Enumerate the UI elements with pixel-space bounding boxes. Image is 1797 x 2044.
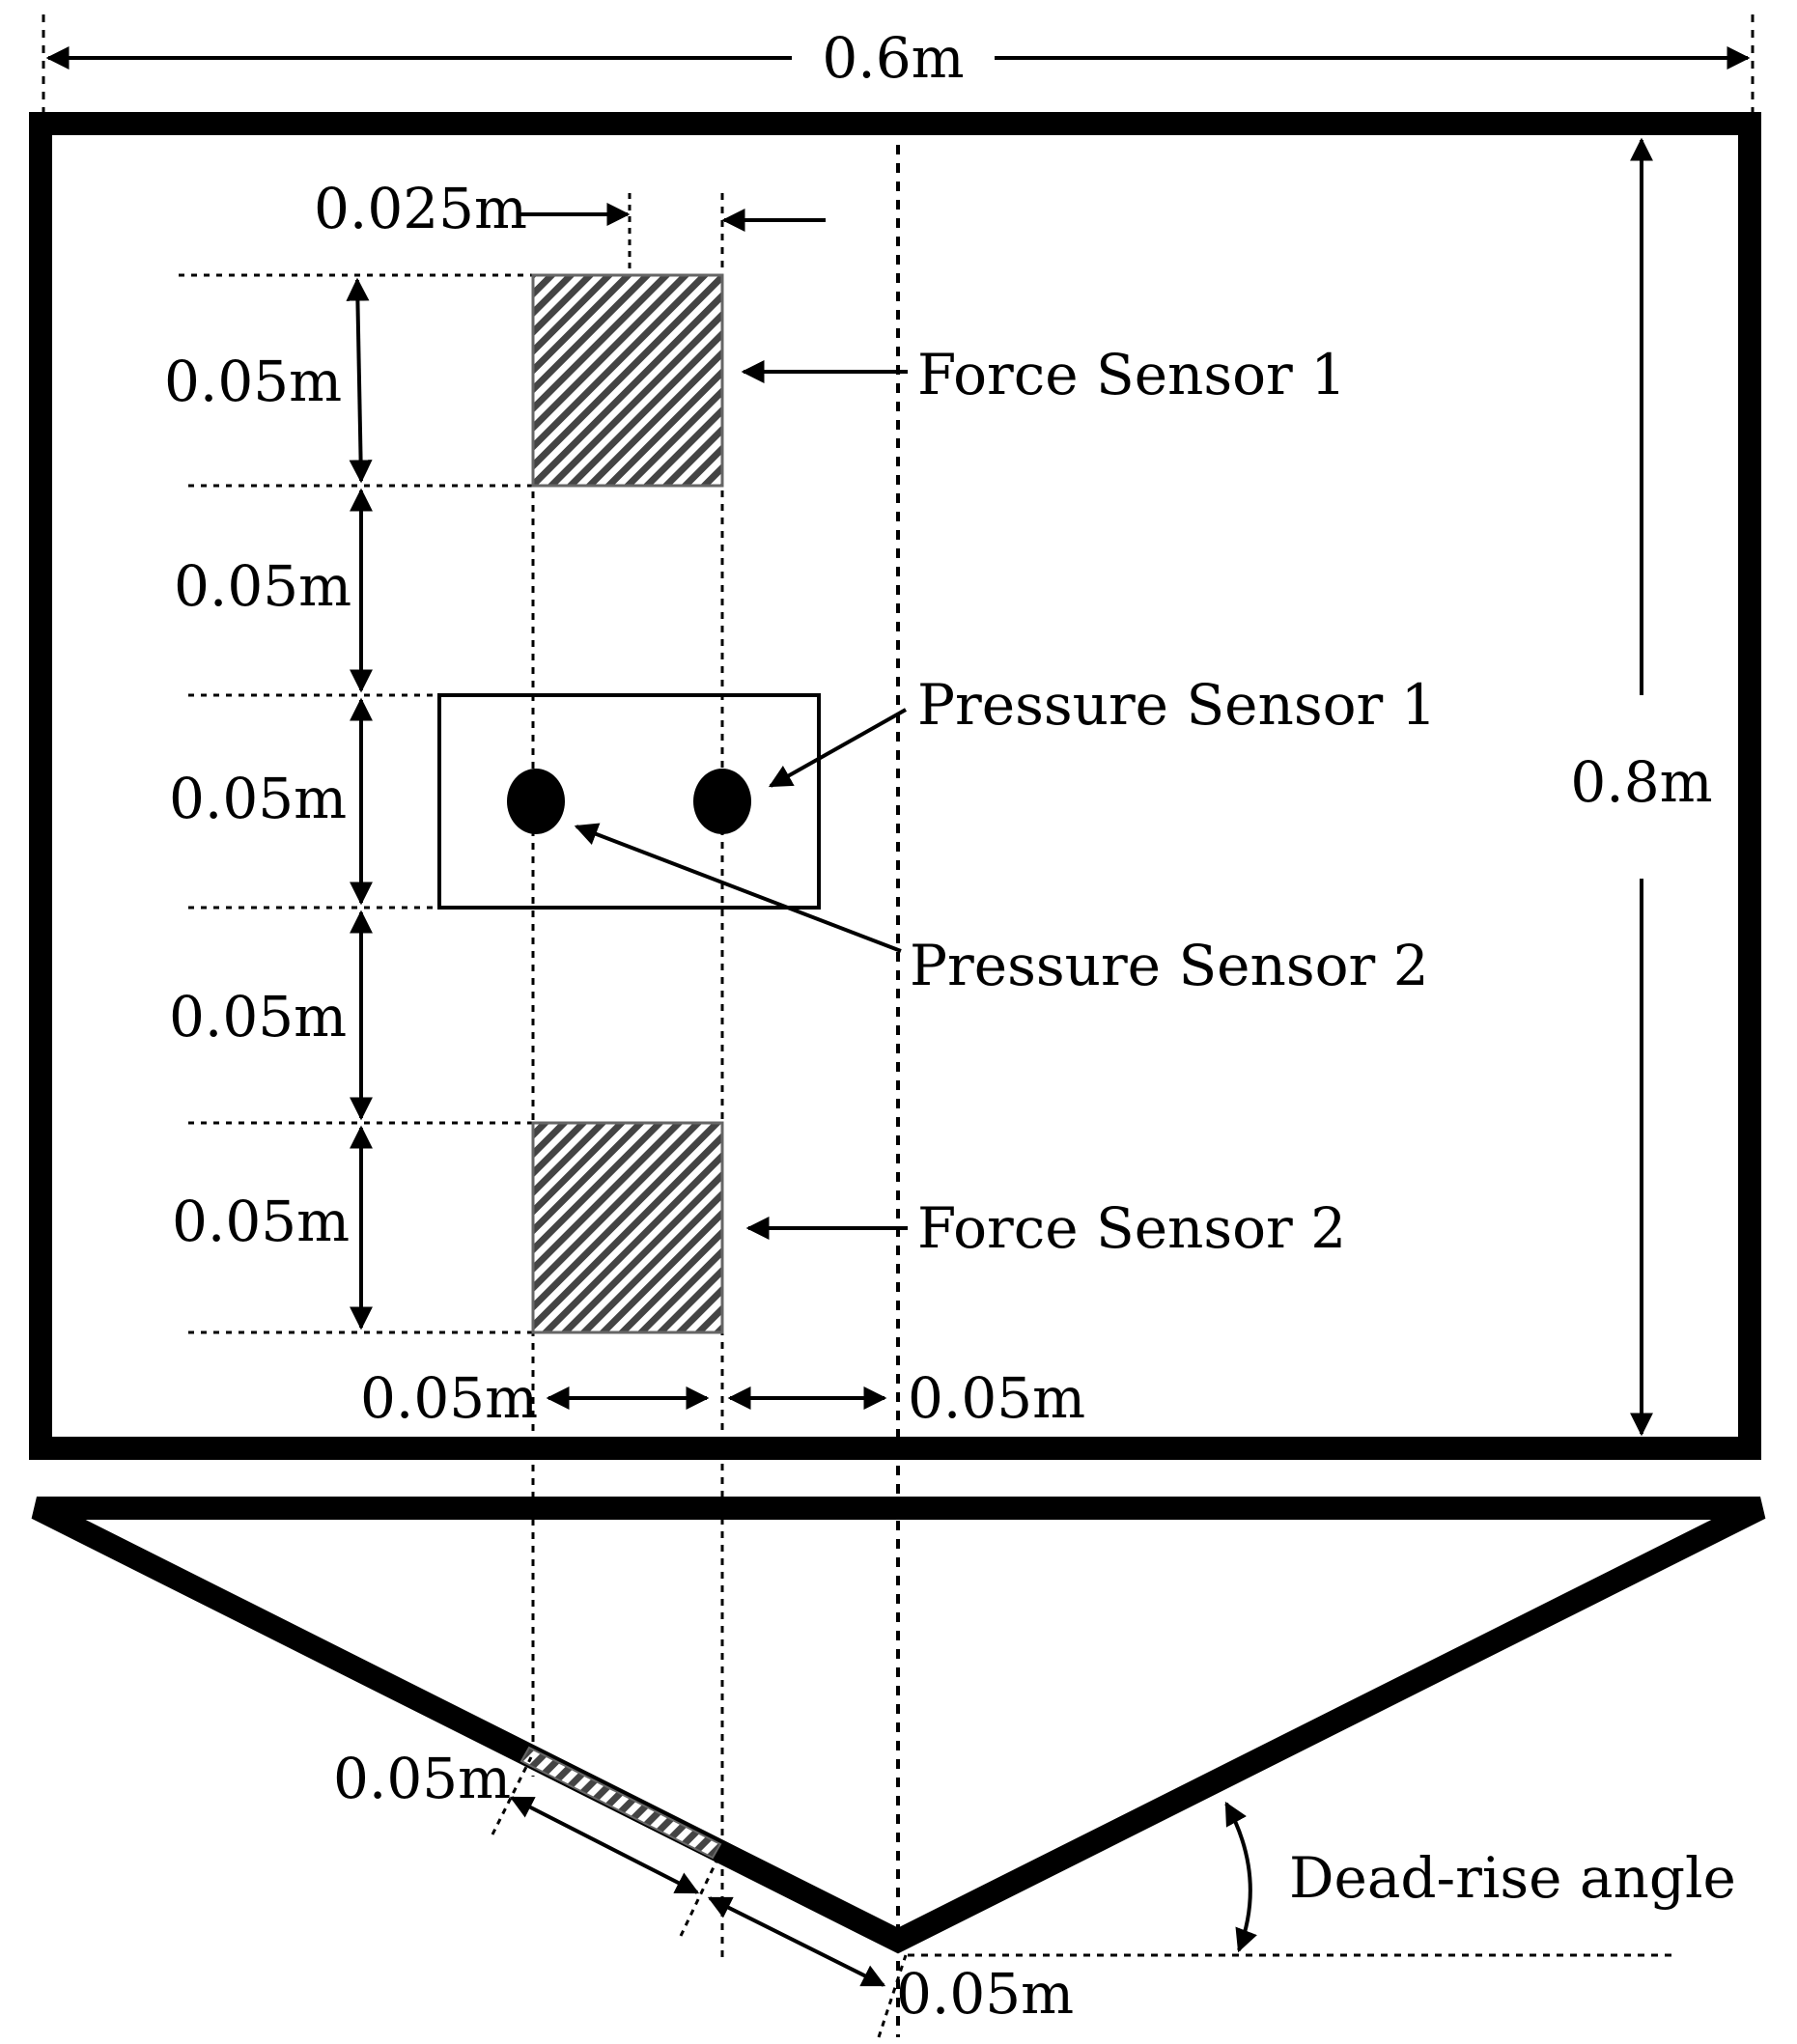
dead-rise-angle-label: Dead-rise angle [1289, 1845, 1736, 1911]
sensor-callouts: Force Sensor 1 Pressure Sensor 1 Pressur… [574, 342, 1437, 1261]
span-label-4: 0.05m [169, 984, 347, 1050]
force-sensor-1-label: Force Sensor 1 [917, 342, 1346, 407]
section-segment-label-1: 0.05m [333, 1746, 511, 1811]
pressure-sensor-2-dot [507, 769, 565, 834]
pressure-sensor-1-label: Pressure Sensor 1 [917, 672, 1437, 738]
section-segment-label-2: 0.05m [896, 1961, 1074, 2027]
horizontal-width-dimensions: 0.05m 0.05m [360, 1365, 1085, 1431]
overall-width-label: 0.6m [822, 25, 964, 91]
plate-top-view-outline [29, 112, 1761, 1460]
pressure-sensor-1-leader [768, 708, 907, 788]
vertical-spacing-dimensions: 0.05m 0.05m 0.05m 0.05m 0.05m [164, 277, 373, 1330]
section-ext-3 [877, 1954, 908, 2038]
offset-dimension: 0.025m [314, 176, 826, 275]
wedge-force-sensor-patch [519, 1746, 722, 1860]
span-label-2: 0.05m [174, 553, 351, 619]
overall-height-dimension: 0.8m [1570, 137, 1713, 1437]
span-arrow-1 [346, 277, 373, 484]
force-sensor-2-label: Force Sensor 2 [917, 1195, 1346, 1261]
gap-width-label: 0.05m [908, 1365, 1085, 1431]
pressure-sensor-2-label: Pressure Sensor 2 [910, 933, 1429, 998]
span-label-1: 0.05m [164, 349, 342, 414]
pressure-sensor-1-dot [693, 769, 751, 834]
overall-width-dimension: 0.6m [42, 14, 1755, 121]
section-ext-1 [491, 1756, 533, 1835]
offset-label: 0.025m [314, 176, 527, 241]
pressure-sensor-2-leader [574, 823, 902, 953]
span-label-5: 0.05m [172, 1189, 350, 1254]
sensor-width-label: 0.05m [360, 1365, 538, 1431]
force-sensor-1-patch [531, 273, 724, 488]
section-segment-arrow-1 [509, 1796, 700, 1894]
section-ext-2 [679, 1848, 724, 1937]
section-segment-arrow-2 [707, 1896, 886, 1987]
span-label-3: 0.05m [169, 766, 347, 831]
overall-height-label: 0.8m [1570, 749, 1712, 815]
dead-rise-angle-arc [1224, 1801, 1257, 1953]
pressure-sensor-housing [437, 693, 821, 910]
wedge-outline [31, 1497, 1766, 1954]
force-sensor-2-patch [531, 1121, 724, 1334]
wedge-cross-section: 0.05m 0.05m Dead-rise angle [31, 1497, 1766, 2038]
